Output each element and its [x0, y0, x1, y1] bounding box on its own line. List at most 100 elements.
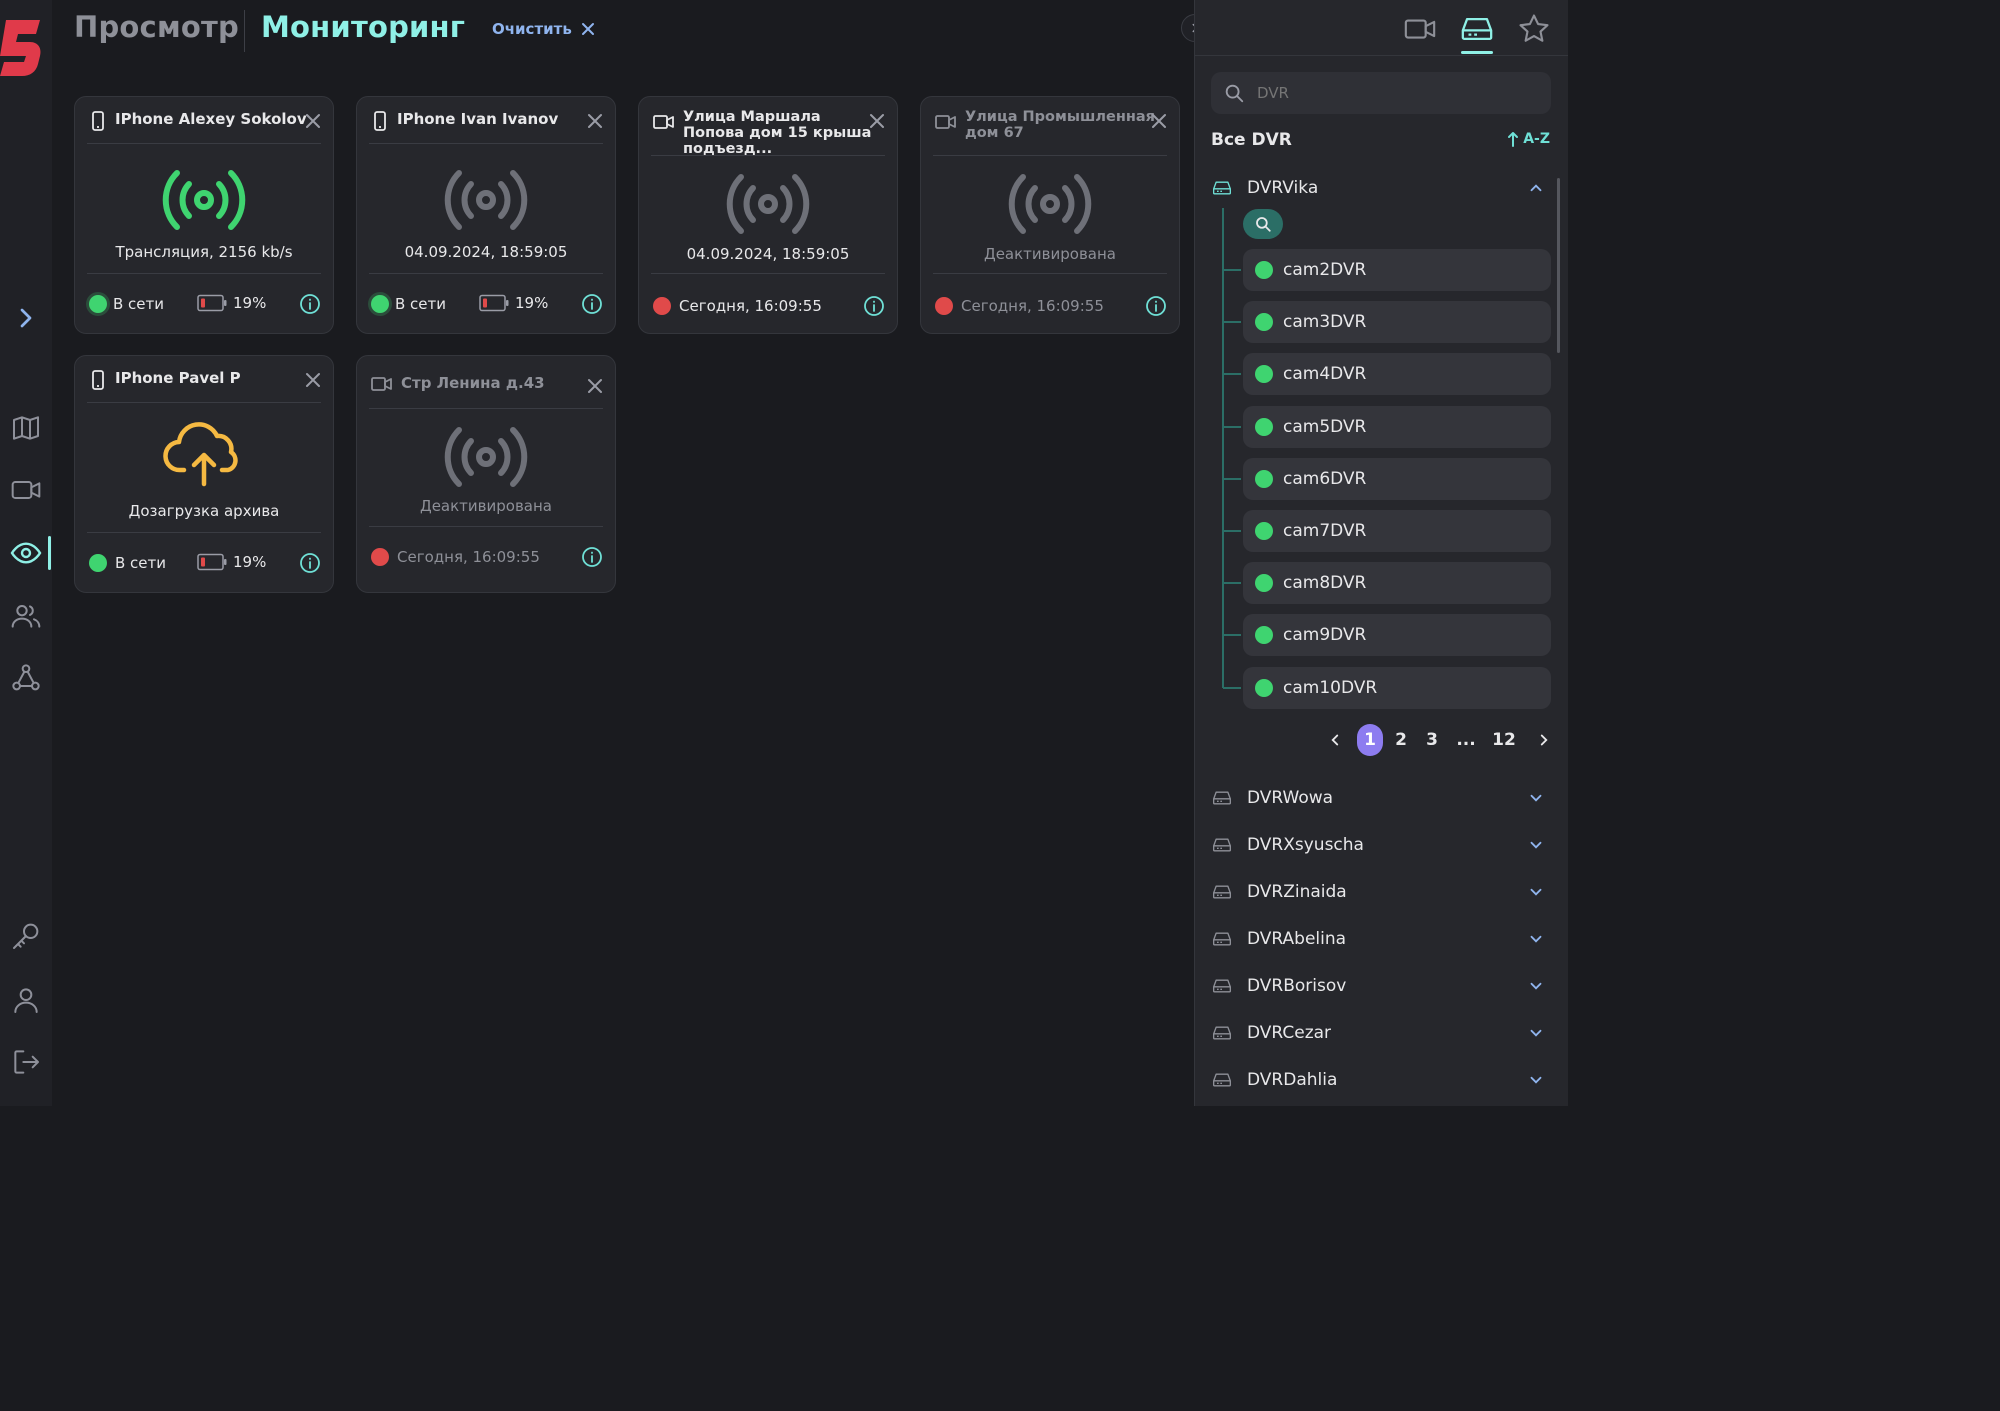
- expand-menu-icon[interactable]: [6, 298, 46, 338]
- camera-item[interactable]: cam8DVR: [1243, 562, 1551, 605]
- offline-dot: [653, 297, 671, 315]
- dvr-name: DVRDahlia: [1247, 1070, 1338, 1090]
- brand-logo: [0, 20, 41, 76]
- info-icon[interactable]: [581, 546, 603, 568]
- battery-level: 19%: [197, 294, 266, 312]
- tab-view[interactable]: Просмотр: [74, 10, 239, 44]
- divider: [369, 526, 603, 527]
- chevron-down-icon: [1530, 841, 1542, 849]
- favorites-tab[interactable]: [1515, 10, 1553, 48]
- monitor-card[interactable]: Улица Промышленная дом 67 Деактивирована…: [920, 96, 1180, 334]
- dvr-item[interactable]: DVRAbelina: [1211, 924, 1551, 954]
- cameras-tab[interactable]: [1401, 10, 1439, 48]
- divider: [651, 273, 885, 274]
- chevron-down-icon: [1530, 982, 1542, 990]
- camera-item[interactable]: cam3DVR: [1243, 301, 1551, 344]
- phone-icon: [92, 370, 104, 390]
- camera-icon[interactable]: [6, 470, 46, 510]
- camera-name: cam10DVR: [1283, 677, 1378, 698]
- card-footer: Сегодня, 16:09:55: [935, 295, 1167, 317]
- dvr-item-open[interactable]: DVRVika: [1211, 173, 1551, 203]
- network-icon[interactable]: [6, 658, 46, 698]
- page-button[interactable]: 3: [1426, 730, 1438, 750]
- divider: [369, 273, 603, 274]
- dvr-item[interactable]: DVRWowa: [1211, 783, 1551, 813]
- dvr-item[interactable]: DVRBorisov: [1211, 971, 1551, 1001]
- camera-item[interactable]: cam7DVR: [1243, 510, 1551, 552]
- dvr-tab[interactable]: [1458, 10, 1496, 48]
- monitor-card[interactable]: Улица Маршала Попова дом 15 крыша подъез…: [638, 96, 898, 334]
- key-icon[interactable]: [6, 916, 46, 956]
- info-icon[interactable]: [299, 552, 321, 574]
- info-icon[interactable]: [299, 293, 321, 315]
- camera-name: cam7DVR: [1283, 521, 1367, 541]
- monitoring-eye-icon[interactable]: [6, 533, 46, 573]
- search-icon: [1256, 217, 1271, 232]
- close-icon[interactable]: [1149, 111, 1169, 131]
- camera-item[interactable]: cam4DVR: [1243, 353, 1551, 396]
- divider: [933, 155, 1167, 156]
- chevron-down-icon: [1530, 888, 1542, 896]
- info-icon[interactable]: [581, 293, 603, 315]
- monitor-card[interactable]: IPhone Pavel P Дозагрузка архива В сети …: [74, 355, 334, 593]
- online-dot: [371, 295, 389, 313]
- card-state-icon: [921, 171, 1179, 237]
- camera-name: cam8DVR: [1283, 573, 1367, 594]
- close-icon[interactable]: [585, 111, 605, 131]
- online-dot: [1255, 574, 1273, 593]
- close-icon[interactable]: [585, 376, 605, 396]
- chevron-left-icon: [1331, 734, 1339, 746]
- camera-item[interactable]: cam10DVR: [1243, 666, 1551, 709]
- monitor-card[interactable]: IPhone Ivan Ivanov 04.09.2024, 18:59:05 …: [356, 96, 616, 334]
- clear-button[interactable]: Очистить: [492, 20, 596, 38]
- card-status: Трансляция, 2156 kb/s: [115, 243, 293, 261]
- star-icon: [1519, 14, 1549, 42]
- camera-name: cam5DVR: [1283, 416, 1367, 437]
- monitor-card[interactable]: Стр Ленина д.43 Деактивирована Сегодня, …: [356, 355, 616, 593]
- info-icon[interactable]: [1145, 295, 1167, 317]
- close-icon[interactable]: [867, 111, 887, 131]
- page-button[interactable]: 12: [1492, 730, 1516, 750]
- scrollbar[interactable]: [1557, 178, 1560, 353]
- camera-item[interactable]: cam9DVR: [1243, 614, 1551, 657]
- card-title: Стр Ленина д.43: [401, 374, 545, 392]
- camera-icon: [371, 377, 392, 391]
- dvr-item[interactable]: DVRCezar: [1211, 1018, 1551, 1048]
- next-page-button[interactable]: [1528, 724, 1560, 756]
- battery-level: 19%: [479, 294, 548, 312]
- dvr-item[interactable]: DVRXsyuscha: [1211, 830, 1551, 860]
- logout-icon[interactable]: [6, 1042, 46, 1082]
- card-header: Улица Промышленная дом 67: [935, 109, 1167, 145]
- close-icon[interactable]: [303, 370, 323, 390]
- online-dot: [1255, 626, 1273, 645]
- camera-item[interactable]: cam2DVR: [1243, 249, 1551, 291]
- broadcast-icon: [444, 427, 528, 487]
- phone-icon: [374, 111, 386, 131]
- hard-drive-icon: [1213, 885, 1231, 899]
- camera-search-button[interactable]: [1243, 209, 1283, 239]
- dvr-item[interactable]: DVRZinaida: [1211, 877, 1551, 907]
- header: Просмотр Мониторинг Очистить: [52, 0, 1194, 70]
- broadcast-icon: [1008, 174, 1092, 234]
- close-icon[interactable]: [303, 111, 323, 131]
- dvr-item[interactable]: DVRDahlia: [1211, 1065, 1551, 1095]
- map-icon[interactable]: [6, 408, 46, 448]
- users-icon[interactable]: [6, 596, 46, 636]
- tab-monitoring[interactable]: Мониторинг: [261, 10, 466, 44]
- search-input[interactable]: [1257, 84, 1537, 102]
- hard-drive-icon: [1213, 838, 1231, 852]
- battery-level: 19%: [197, 553, 266, 571]
- card-footer: В сети 19%: [89, 552, 321, 574]
- prev-page-button[interactable]: [1319, 724, 1351, 756]
- card-title: IPhone Pavel P: [115, 369, 241, 387]
- page-button[interactable]: 2: [1395, 730, 1407, 750]
- monitor-card[interactable]: IPhone Alexey Sokolov Трансляция, 2156 k…: [74, 96, 334, 334]
- info-icon[interactable]: [863, 295, 885, 317]
- sort-button[interactable]: A-Z: [1507, 131, 1550, 147]
- camera-item[interactable]: cam6DVR: [1243, 457, 1551, 500]
- camera-item[interactable]: cam5DVR: [1243, 405, 1551, 448]
- page-button[interactable]: 1: [1357, 724, 1383, 756]
- tree-branch: [1223, 634, 1241, 637]
- profile-icon[interactable]: [6, 980, 46, 1020]
- camera-icon: [1404, 19, 1436, 39]
